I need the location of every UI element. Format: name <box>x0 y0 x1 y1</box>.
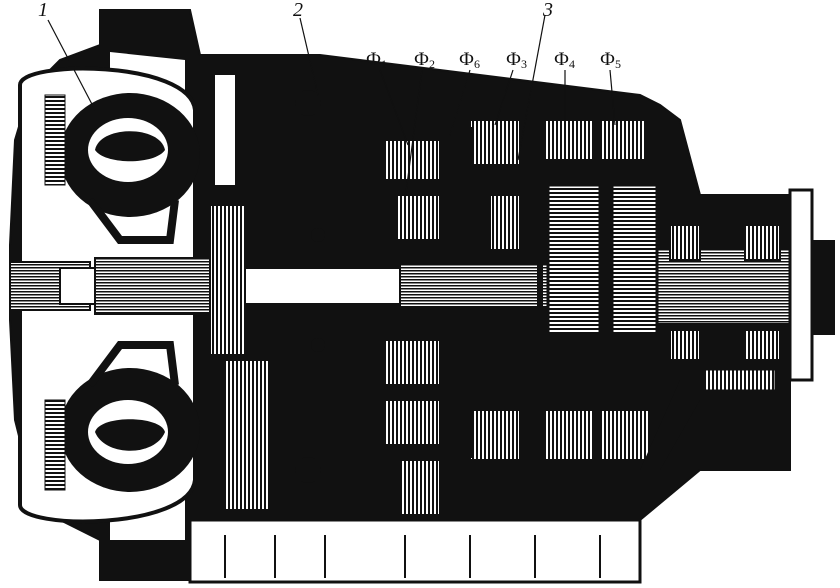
label-f4-index: 4 <box>569 57 576 71</box>
oil-pan <box>188 518 642 584</box>
label-f6: Ф6 <box>459 50 480 70</box>
label-f1-letter: Ф <box>366 49 382 70</box>
label-f2: Ф2 <box>414 50 435 70</box>
label-f6-letter: Ф <box>459 49 475 70</box>
label-f6-index: 6 <box>474 57 481 71</box>
input-shaft <box>9 188 835 382</box>
output-bearing <box>669 224 781 361</box>
label-f1-index: 1 <box>381 57 388 71</box>
label-f5-letter: Ф <box>600 49 616 70</box>
valve-body <box>399 369 776 516</box>
label-f2-letter: Ф <box>414 49 430 70</box>
label-f1: Ф1 <box>366 50 387 70</box>
clutch-drums <box>340 127 543 458</box>
label-f5-index: 5 <box>615 57 622 71</box>
label-f5: Ф5 <box>600 50 621 70</box>
planetary-gearsets <box>540 175 665 346</box>
label-f3: Ф3 <box>506 50 527 70</box>
label-f3-letter: Ф <box>506 49 522 70</box>
label-f4: Ф4 <box>554 50 575 70</box>
callout-2: 2 <box>293 0 303 21</box>
clutch-packs <box>384 119 651 461</box>
label-f3-index: 3 <box>521 57 528 71</box>
label-f2-index: 2 <box>429 57 436 71</box>
bearings <box>295 90 325 483</box>
callout-1: 1 <box>38 0 48 21</box>
oil-pump <box>205 60 275 511</box>
callout-3: 3 <box>543 0 553 21</box>
label-f4-letter: Ф <box>554 49 570 70</box>
leader-lines <box>47 14 616 201</box>
